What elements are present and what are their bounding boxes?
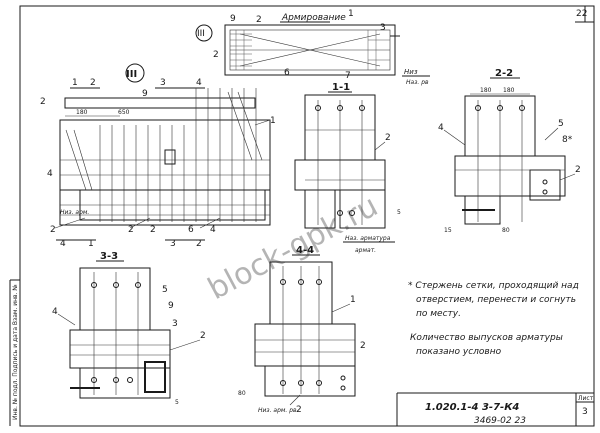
placement-caption: Армирование [281,13,346,23]
plan-view-top: Армирование III 9 2 2 1 6 7 3 Низ Наз. р… [195,9,430,86]
svg-text:1: 1 [348,9,354,19]
svg-text:5: 5 [175,399,179,406]
svg-text:2: 2 [40,97,46,107]
note-line-3: по месту. [416,309,461,319]
svg-text:180: 180 [480,87,492,94]
svg-text:80: 80 [238,390,246,397]
bottom-code: 3469-02 23 [474,416,526,426]
svg-text:6: 6 [188,225,194,235]
main-elevation: III 1 2 3 4 9 2 180 650 [40,63,276,249]
svg-text:9: 9 [168,301,174,311]
svg-text:2: 2 [575,165,581,175]
svg-text:Наз. рв: Наз. рв [406,79,429,86]
svg-text:5: 5 [162,285,168,295]
svg-text:2: 2 [256,15,262,25]
section-title-1-1: 1-1 [332,82,350,93]
svg-text:6: 6 [284,68,290,78]
notes-block: * Стержень сетки, проходящий над отверст… [408,281,579,357]
note-armatura: Наз. арматура [345,235,391,242]
svg-text:1: 1 [72,78,78,88]
svg-text:3: 3 [172,319,178,329]
svg-text:15: 15 [444,227,452,234]
svg-text:4: 4 [47,169,53,179]
svg-text:4: 4 [52,307,58,317]
svg-text:8*: 8* [562,135,573,145]
svg-text:2: 2 [385,133,391,143]
svg-text:9: 9 [142,89,148,99]
note-niz-main: Низ. арм. [60,209,89,216]
section-2-2: 2-2 180 180 4 5 8* 2 80 15 [438,68,581,234]
note-line-5: показано условно [416,347,502,357]
view-marker-top: III [197,29,205,39]
svg-text:3: 3 [170,239,176,249]
svg-text:5: 5 [558,119,564,129]
section-4-4: 4-4 1 2 2 Низ. арм. рв 80 [238,245,366,415]
svg-text:650: 650 [118,109,130,116]
svg-text:3: 3 [380,23,386,33]
section-title-3-3: 3-3 [100,251,118,262]
sheet-label: Лист [578,395,594,402]
svg-text:1: 1 [350,295,356,305]
note-niz-top: Низ [404,68,418,76]
section-1-1: 1-1 2 Наз. арматура армат. 5 [294,82,401,254]
svg-text:армат.: армат. [355,247,376,254]
svg-text:5: 5 [397,209,401,216]
note-niz-44: Низ. арм. рв [258,407,297,414]
svg-text:2: 2 [50,225,56,235]
svg-text:80: 80 [502,227,510,234]
view-marker-main: III [126,69,137,80]
svg-text:2: 2 [196,239,202,249]
section-title-2-2: 2-2 [495,68,513,79]
note-line-1: * Стержень сетки, проходящий над [408,281,579,291]
svg-text:4: 4 [210,225,216,235]
side-stamp: Инв. № подл. Подпись и дата Взам. инв. № [12,284,19,420]
drawing-code: 1.020.1-4 3-7-К4 [425,402,519,413]
sheet-number: 22 [576,9,587,19]
svg-text:1: 1 [88,239,94,249]
note-line-4: Количество выпусков арматуры [410,333,563,343]
section-3-3: 3-3 4 5 9 3 2 5 [52,251,206,406]
svg-text:4: 4 [60,239,66,249]
svg-text:4: 4 [196,78,202,88]
svg-text:1: 1 [270,116,276,126]
svg-text:2: 2 [128,225,134,235]
note-line-2: отверстием, перенести и согнуть [416,295,576,305]
svg-text:2: 2 [150,225,156,235]
svg-text:2: 2 [90,78,96,88]
sheet-page: 3 [582,407,588,417]
svg-text:3: 3 [160,78,166,88]
svg-text:9: 9 [230,14,236,24]
section-title-4-4: 4-4 [296,245,314,256]
svg-text:2: 2 [200,331,206,341]
svg-text:2: 2 [213,50,219,60]
svg-text:7: 7 [345,71,351,81]
sheet-frame [19,5,595,427]
svg-text:2: 2 [360,341,366,351]
svg-text:180: 180 [503,87,515,94]
svg-text:2: 2 [296,405,302,415]
svg-text:180: 180 [76,109,88,116]
svg-text:4: 4 [438,123,444,133]
